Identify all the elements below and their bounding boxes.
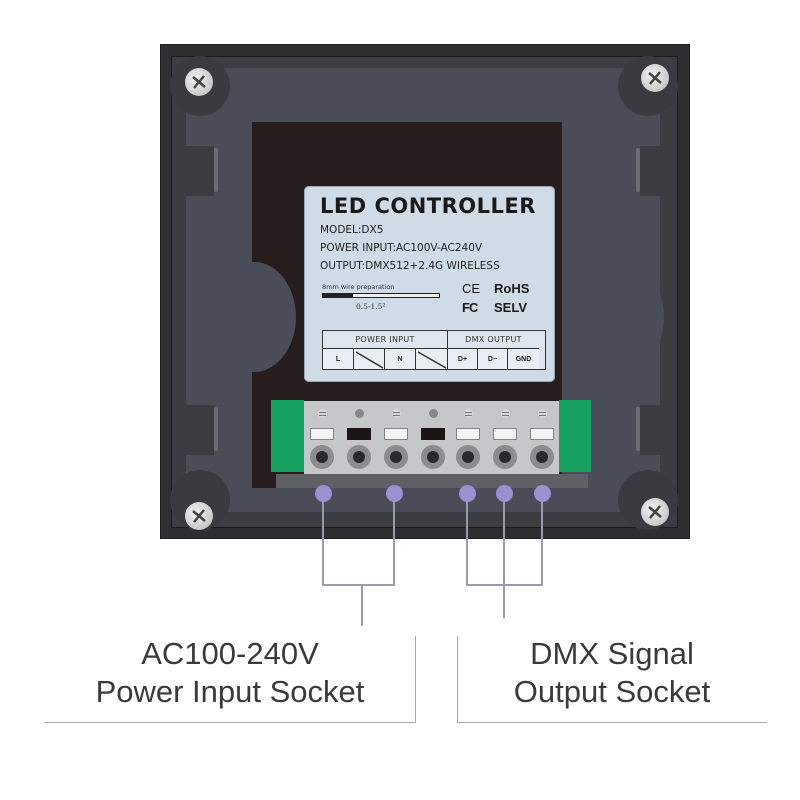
cavity-bump-left: [212, 262, 296, 372]
selv-mark: SELV: [494, 300, 527, 315]
table-cell-blank: [416, 349, 448, 369]
caption-frame: [457, 722, 767, 723]
screw-icon: [185, 68, 213, 96]
fcc-mark-icon: FC: [462, 300, 478, 315]
rohs-mark: RoHS: [494, 281, 530, 296]
callout-dot-l: [315, 485, 332, 502]
terminal-block-base: [276, 474, 588, 488]
power-caption: AC100-240V Power Input Socket: [44, 635, 416, 711]
table-cell-blank: [354, 349, 385, 369]
power-caption-line1: AC100-240V: [141, 636, 319, 671]
ce-mark-icon: CE: [462, 281, 481, 296]
terminal-l[interactable]: [304, 401, 340, 474]
slot-rail: [636, 148, 640, 192]
terminal-blank: [415, 401, 451, 474]
slot-rail: [636, 407, 640, 451]
table-cell-l: L: [323, 349, 354, 369]
wire-gauge-range: 0.5-1.5²: [356, 302, 386, 311]
side-notch: [186, 146, 214, 196]
wire-strip-diagram: [322, 293, 440, 298]
table-group-power: POWER INPUT: [323, 331, 448, 349]
callout-dot-gnd: [534, 485, 551, 502]
terminal-table: POWER INPUT DMX OUTPUT L N D+ D− GND: [322, 330, 546, 370]
label-output: OUTPUT:DMX512+2.4G WIRELESS: [320, 260, 500, 272]
cavity-bump-right: [580, 262, 664, 372]
table-cell-d-minus: D−: [478, 349, 508, 369]
terminal-gnd[interactable]: [524, 401, 560, 474]
terminal-block: [304, 401, 559, 474]
slot-rail: [214, 148, 218, 192]
screw-icon: [641, 498, 669, 526]
side-notch: [640, 405, 668, 455]
terminal-n[interactable]: [378, 401, 414, 474]
connector-line: [466, 584, 543, 586]
terminal-blank: [341, 401, 377, 474]
wire-prep-caption: 8mm wire preparation: [322, 283, 395, 291]
callout-dot-d-plus: [459, 485, 476, 502]
table-cell-d-plus: D+: [448, 349, 478, 369]
connector-line: [322, 500, 324, 586]
terminal-block-end-left: [271, 400, 304, 472]
callout-dot-n: [386, 485, 403, 502]
table-cell-n: N: [385, 349, 416, 369]
terminal-d-minus[interactable]: [487, 401, 523, 474]
connector-line: [541, 500, 543, 586]
caption-frame: [457, 636, 458, 722]
caption-frame: [415, 636, 416, 722]
connector-line: [503, 500, 505, 618]
table-group-dmx: DMX OUTPUT: [448, 331, 539, 349]
label-model: MODEL:DX5: [320, 224, 384, 236]
screw-icon: [641, 64, 669, 92]
callout-dot-d-minus: [496, 485, 513, 502]
label-power-input: POWER INPUT:AC100V-AC240V: [320, 242, 483, 254]
terminal-block-end-right: [559, 400, 591, 472]
side-notch: [640, 146, 668, 196]
table-cell-gnd: GND: [508, 349, 539, 369]
dmx-caption-line2: Output Socket: [513, 674, 711, 709]
connector-line: [466, 500, 468, 586]
spec-label: LED CONTROLLER MODEL:DX5 POWER INPUT:AC1…: [304, 186, 555, 382]
dmx-caption-line1: DMX Signal: [530, 636, 694, 671]
caption-frame: [44, 722, 416, 723]
dmx-caption: DMX Signal Output Socket: [457, 635, 767, 711]
connector-line: [393, 500, 395, 586]
power-caption-line2: Power Input Socket: [95, 674, 365, 709]
connector-line: [322, 584, 395, 586]
label-title: LED CONTROLLER: [320, 194, 536, 218]
slot-rail: [214, 407, 218, 451]
terminal-d-plus[interactable]: [450, 401, 486, 474]
side-notch: [186, 405, 214, 455]
connector-line: [361, 584, 363, 626]
screw-icon: [185, 502, 213, 530]
